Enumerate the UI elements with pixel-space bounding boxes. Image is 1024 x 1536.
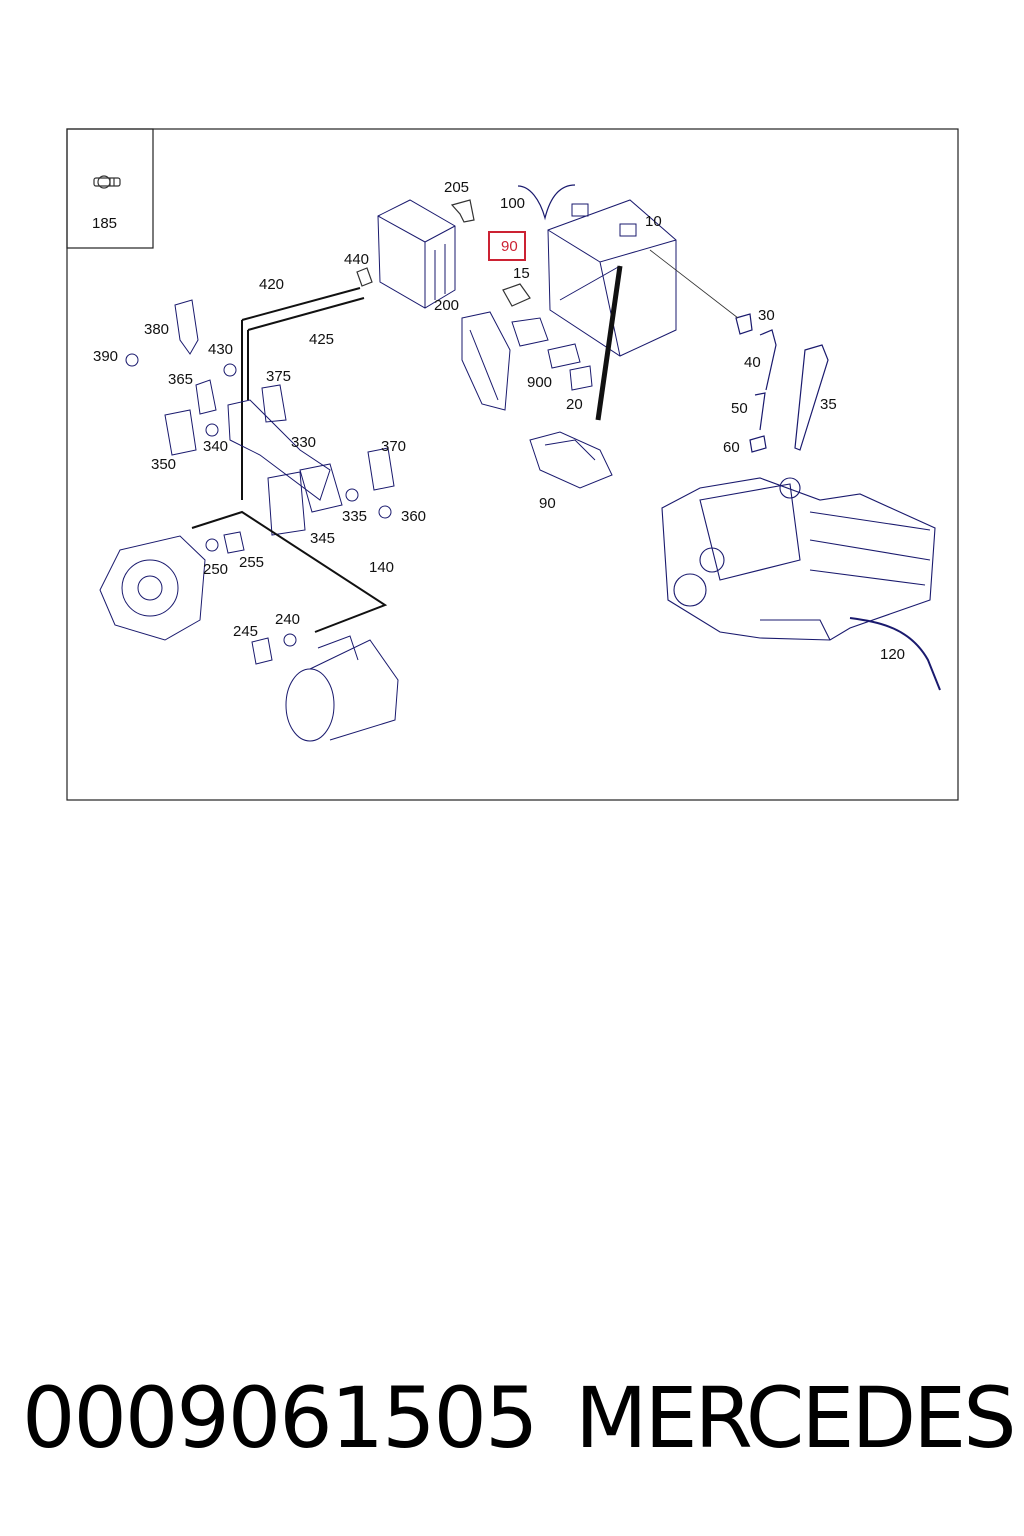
callout-365: 365 (168, 371, 193, 388)
battery-illustration (547, 199, 677, 421)
callout-100: 100 (500, 195, 525, 212)
auxiliary-battery-illustration (377, 199, 456, 309)
callout-370: 370 (381, 438, 406, 455)
callout-245: 245 (233, 623, 258, 640)
callout-420: 420 (259, 276, 284, 293)
callout-35: 35 (820, 396, 837, 413)
callout-20: 20 (566, 396, 583, 413)
brand-name: MERCEDES (575, 1369, 1017, 1467)
cable-100 (517, 184, 576, 221)
terminal-parts (735, 313, 829, 453)
callout-205: 205 (444, 179, 469, 196)
callout-330: 330 (291, 434, 316, 451)
part-number: 0009061505 (22, 1369, 538, 1467)
callout-15: 15 (513, 265, 530, 282)
callout-375: 375 (266, 368, 291, 385)
callout-430: 430 (208, 341, 233, 358)
callout-350: 350 (151, 456, 176, 473)
callout-200: 200 (434, 297, 459, 314)
bracket-140 (191, 510, 388, 633)
alternator-illustration (99, 531, 245, 641)
clip-440 (356, 267, 373, 287)
diagram-frame (66, 128, 959, 801)
pad-15 (502, 283, 531, 307)
cable-bundle-420 (241, 287, 365, 500)
callout-120: 120 (880, 646, 905, 663)
leader-line-30 (649, 249, 739, 319)
callout-140: 140 (369, 559, 394, 576)
callout-240: 240 (275, 611, 300, 628)
callout-360: 360 (401, 508, 426, 525)
callout-425: 425 (309, 331, 334, 348)
highlight-label: 90 (501, 238, 518, 255)
callout-250: 250 (203, 561, 228, 578)
callout-340: 340 (203, 438, 228, 455)
inset-box (66, 128, 154, 249)
bolt-icon (93, 175, 121, 189)
starter-illustration (251, 633, 399, 742)
callout-60: 60 (723, 439, 740, 456)
callout-40: 40 (744, 354, 761, 371)
callout-390: 390 (93, 348, 118, 365)
callout-30: 30 (758, 307, 775, 324)
inset-label: 185 (92, 215, 117, 232)
callout-900: 900 (527, 374, 552, 391)
highlight-box (488, 231, 526, 261)
engine-illustration (661, 477, 941, 691)
clip-205 (450, 199, 475, 223)
callout-50: 50 (731, 400, 748, 417)
callout-380: 380 (144, 321, 169, 338)
callout-335: 335 (342, 508, 367, 525)
connector-parts-cluster (125, 299, 395, 536)
callout-255: 255 (239, 554, 264, 571)
bracket-90 (529, 431, 613, 489)
callout-90-bracket: 90 (539, 495, 556, 512)
callout-10: 10 (645, 213, 662, 230)
callout-345: 345 (310, 530, 335, 547)
fuse-box-illustration (461, 311, 593, 411)
callout-440: 440 (344, 251, 369, 268)
